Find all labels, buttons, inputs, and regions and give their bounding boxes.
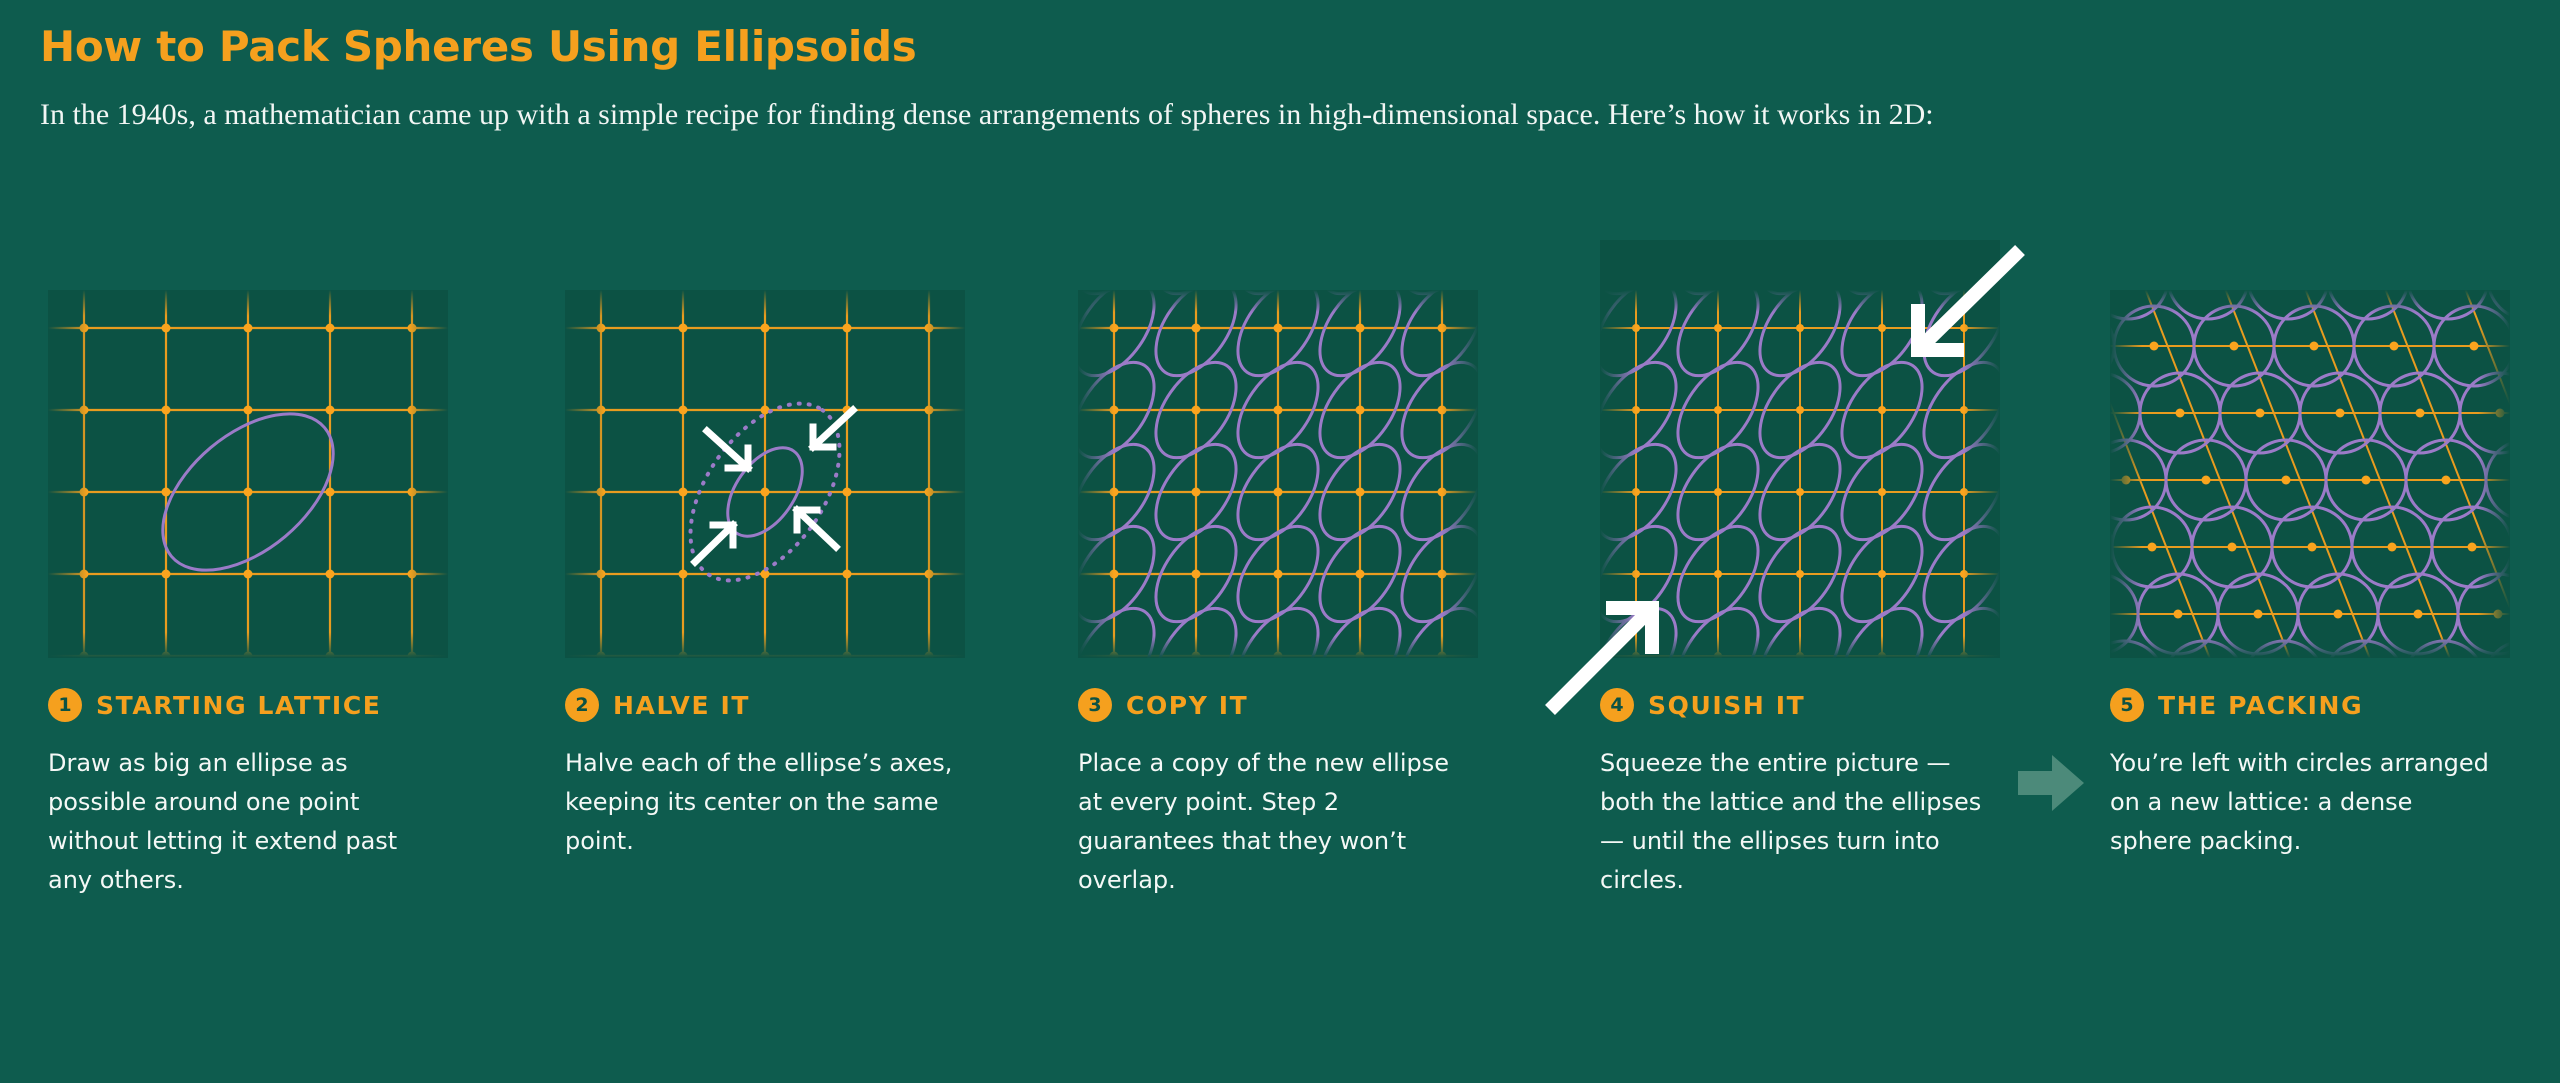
caption-head-1: 1 STARTING LATTICE	[48, 688, 468, 722]
step-body-3: Place a copy of the new ellipse at every…	[1078, 749, 1450, 894]
right-arrow-icon	[2018, 755, 2084, 811]
caption-head-5: 5 THE PACKING	[2110, 688, 2530, 722]
transition-arrow	[2018, 752, 2084, 814]
step-body-4: Squeeze the entire picture — both the la…	[1600, 749, 1982, 894]
squeeze-arrow-top-right	[1911, 245, 2025, 357]
step-body-2: Halve each of the ellipse’s axes, keepin…	[565, 749, 953, 855]
step-card-4: 4 SQUISH IT Squeeze the entire picture —…	[1545, 240, 2025, 894]
step-card-3: 3 COPY IT Place a copy of the new ellips…	[1078, 290, 1478, 894]
figure-squish-it	[1545, 240, 2025, 715]
step-badge-3: 3	[1078, 688, 1112, 722]
caption-5: 5 THE PACKING You’re left with circles a…	[2110, 688, 2530, 861]
step-badge-2: 2	[565, 688, 599, 722]
step-title-2: HALVE IT	[613, 690, 751, 720]
step-card-5: 5 THE PACKING You’re left with circles a…	[2110, 290, 2510, 855]
caption-1: 1 STARTING LATTICE Draw as big an ellips…	[48, 688, 468, 900]
step-body-5: You’re left with circles arranged on a n…	[2110, 749, 2489, 855]
caption-head-2: 2 HALVE IT	[565, 688, 985, 722]
step-body-1: Draw as big an ellipse as possible aroun…	[48, 749, 398, 894]
caption-head-4: 4 SQUISH IT	[1600, 688, 2020, 722]
step-badge-1: 1	[48, 688, 82, 722]
caption-4: 4 SQUISH IT Squeeze the entire picture —…	[1600, 688, 2020, 900]
figure-the-packing	[2110, 290, 2510, 658]
page-title: How to Pack Spheres Using Ellipsoids	[40, 22, 917, 71]
caption-2: 2 HALVE IT Halve each of the ellipse’s a…	[565, 688, 985, 861]
caption-3: 3 COPY IT Place a copy of the new ellips…	[1078, 688, 1498, 900]
step-card-2: 2 HALVE IT Halve each of the ellipse’s a…	[565, 290, 965, 855]
steps-row: 1 STARTING LATTICE Draw as big an ellips…	[0, 240, 2560, 990]
step-title-1: STARTING LATTICE	[96, 690, 382, 720]
step-badge-5: 5	[2110, 688, 2144, 722]
figure-starting-lattice	[48, 290, 448, 658]
figure-halve-it	[565, 290, 965, 658]
step-title-4: SQUISH IT	[1648, 690, 1806, 720]
squeeze-arrow-bottom-left	[1545, 601, 1659, 715]
header: How to Pack Spheres Using Ellipsoids In …	[40, 22, 2520, 136]
step-badge-4: 4	[1600, 688, 1634, 722]
step-title-5: THE PACKING	[2158, 690, 2364, 720]
step-title-3: COPY IT	[1126, 690, 1249, 720]
figure-copy-it	[1078, 290, 1478, 658]
step-card-1: 1 STARTING LATTICE Draw as big an ellips…	[48, 290, 448, 894]
caption-head-3: 3 COPY IT	[1078, 688, 1498, 722]
page-subtitle: In the 1940s, a mathematician came up wi…	[40, 97, 1934, 131]
